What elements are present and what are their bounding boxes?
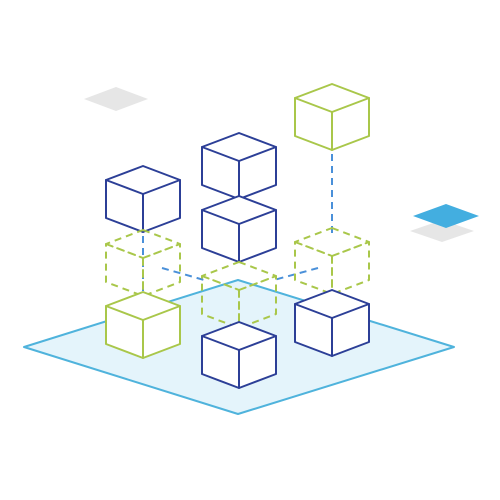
cube-edge-left: [201, 275, 240, 291]
cube-edge-right: [142, 243, 181, 259]
cube-edge-right: [142, 305, 181, 321]
cube-edge-left: [201, 335, 240, 351]
floating-tile-grey-right: [410, 220, 474, 242]
cube-left-bottom-accent: [105, 291, 181, 359]
connector-left-center: [161, 267, 205, 281]
cube-edge-left: [105, 179, 144, 195]
cube-stack: [105, 83, 370, 389]
floating-tile-grey-left: [84, 87, 148, 111]
cube-edge-left: [294, 97, 333, 113]
floating-tile-blue-right: [413, 204, 479, 228]
cube-edge-right: [331, 241, 370, 257]
cube-left-top: [105, 165, 181, 233]
cube-edge-right: [238, 146, 277, 162]
cube-edge-right: [331, 97, 370, 113]
cube-edge-left: [201, 146, 240, 162]
cube-center-top: [201, 132, 277, 200]
cube-top-right-accent: [294, 83, 370, 151]
cube-edge-left: [105, 243, 144, 259]
cube-right-ghost: [294, 227, 370, 295]
connector-right-center: [273, 267, 319, 281]
cube-edge-right: [238, 209, 277, 225]
cube-edge-left: [294, 303, 333, 319]
cube-center-bottom: [201, 321, 277, 389]
cube-edge-right: [142, 179, 181, 195]
cube-edge-right: [238, 335, 277, 351]
cube-right-bottom: [294, 289, 370, 357]
cube-edge-left: [201, 209, 240, 225]
cube-edge-left: [294, 241, 333, 257]
cube-center-second: [201, 195, 277, 263]
cube-edge-right: [238, 275, 277, 291]
cube-edge-right: [331, 303, 370, 319]
cube-left-ghost: [105, 229, 181, 297]
cube-edge-left: [105, 305, 144, 321]
